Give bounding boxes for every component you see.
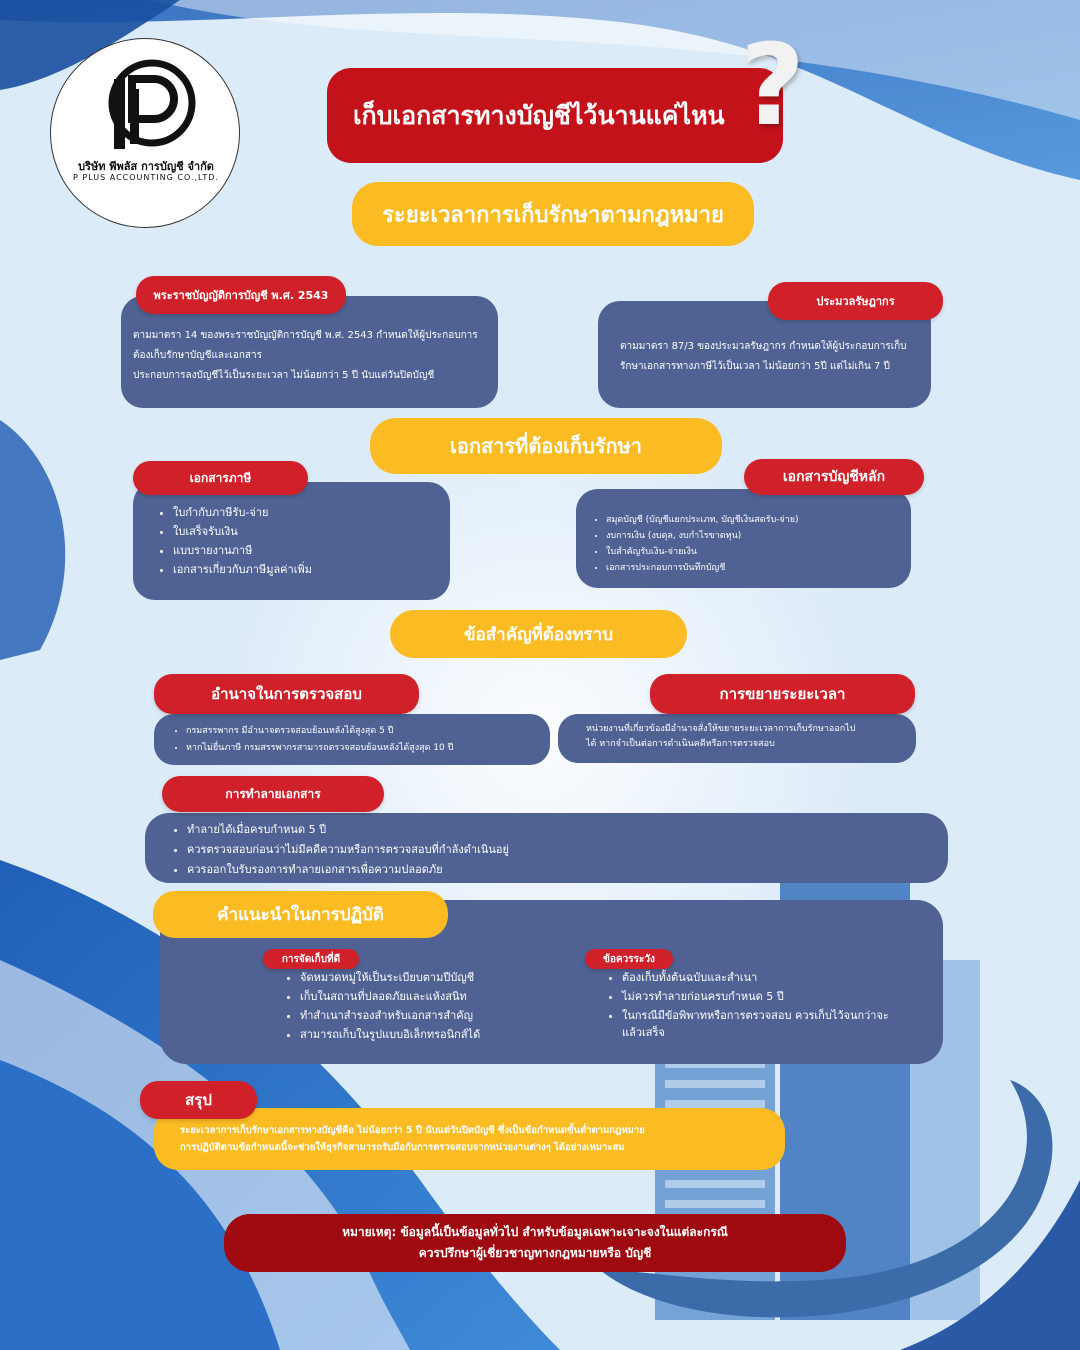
important-heading: ข้อสำคัญที่ต้องทราบ [390, 610, 687, 658]
list-item: ไม่ควรทำลายก่อนครบกำหนด 5 ปี [622, 988, 892, 1005]
list-item: ในกรณีมีข้อพิพาทหรือการตรวจสอบ ควรเก็บไว… [622, 1007, 892, 1041]
caution-list: ต้องเก็บทั้งต้นฉบับและสำเนา ไม่ควรทำลายก… [622, 969, 892, 1043]
audit-label: อำนาจในการตรวจสอบ [154, 674, 419, 714]
list-item: ทำลายได้เมื่อครบกำหนด 5 ปี [187, 821, 940, 839]
caution-label: ข้อควรระวัง [585, 949, 673, 969]
company-logo: บริษัท พีพลัส การบัญชี จำกัด P PLUS ACCO… [50, 38, 240, 228]
tax-docs-card: ใบกำกับภาษีรับ-จ่าย ใบเสร็จรับเงิน แบบรา… [133, 482, 450, 600]
tax-docs-label: เอกสารภาษี [133, 461, 308, 495]
list-item: เอกสารประกอบการบันทึกบัญชี [606, 561, 903, 575]
list-item: สมุดบัญชี (บัญชีแยกประเภท, บัญชีเงินสดรั… [606, 513, 903, 527]
storage-label: การจัดเก็บที่ดี [263, 949, 359, 969]
accounting-docs-list: สมุดบัญชี (บัญชีแยกประเภท, บัญชีเงินสดรั… [606, 513, 903, 575]
summary-line: การปฏิบัติตามข้อกำหนดนี้จะช่วยให้ธุรกิจส… [180, 1142, 625, 1153]
law-left-line: ตามมาตรา 14 ของพระราชบัญญัติการบัญชี พ.ศ… [133, 330, 478, 341]
summary-card: ระยะเวลาการเก็บรักษาเอกสารทางบัญชีคือ ไม… [154, 1108, 785, 1170]
question-mark-icon: ? [740, 21, 805, 151]
page-title: เก็บเอกสารทางบัญชีไว้นานแค่ไหน [353, 100, 725, 130]
extension-label: การขยายระยะเวลา [650, 674, 915, 714]
extension-line: หน่วยงานที่เกี่ยวข้องมีอำนาจสั่งให้ขยายร… [586, 724, 856, 734]
documents-heading: เอกสารที่ต้องเก็บรักษา [370, 418, 722, 474]
law-right-card: ตามมาตรา 87/3 ของประมวลรัษฎากร กำหนดให้ผ… [598, 301, 931, 408]
note-line: หมายเหตุ: ข้อมูลนี้เป็นข้อมูลทั่วไป สำหร… [342, 1225, 728, 1239]
law-right-line: รักษาเอกสารทางภาษีไว้เป็นเวลา ไม่น้อยกว่… [620, 361, 890, 372]
page-title-box: เก็บเอกสารทางบัญชีไว้นานแค่ไหน [327, 68, 783, 163]
list-item: แบบรายงานภาษี [173, 542, 440, 559]
company-name-en: P PLUS ACCOUNTING CO.,LTD. [73, 173, 219, 182]
destroy-label: การทำลายเอกสาร [162, 776, 384, 812]
practice-heading: คำแนะนำในการปฏิบัติ [153, 891, 448, 938]
law-left-card: ตามมาตรา 14 ของพระราชบัญญัติการบัญชี พ.ศ… [121, 296, 498, 408]
list-item: ใบเสร็จรับเงิน [173, 523, 440, 540]
list-item: สามารถเก็บในรูปแบบอิเล็กทรอนิกส์ได้ [300, 1026, 570, 1043]
extension-card: หน่วยงานที่เกี่ยวข้องมีอำนาจสั่งให้ขยายร… [558, 714, 916, 763]
note-line: ควรปรึกษาผู้เชี่ยวชาญทางกฎหมายหรือ บัญชี [418, 1246, 652, 1260]
audit-list: กรมสรรพากร มีอำนาจตรวจสอบย้อนหลังได้สูงส… [186, 724, 542, 756]
law-right-label: ประมวลรัษฎากร [768, 282, 943, 320]
note-box: หมายเหตุ: ข้อมูลนี้เป็นข้อมูลทั่วไป สำหร… [224, 1214, 846, 1272]
list-item: เอกสารเกี่ยวกับภาษีมูลค่าเพิ่ม [173, 561, 440, 578]
list-item: ควรตรวจสอบก่อนว่าไม่มีคดีความหรือการตรวจ… [187, 841, 940, 859]
tax-docs-list: ใบกำกับภาษีรับ-จ่าย ใบเสร็จรับเงิน แบบรา… [173, 504, 440, 578]
accounting-docs-card: สมุดบัญชี (บัญชีแยกประเภท, บัญชีเงินสดรั… [576, 489, 911, 588]
list-item: หากไม่ยื่นภาษี กรมสรรพากรสามารถตรวจสอบย้… [186, 741, 542, 756]
destroy-list: ทำลายได้เมื่อครบกำหนด 5 ปี ควรตรวจสอบก่อ… [187, 821, 940, 879]
storage-list: จัดหมวดหมู่ให้เป็นระเบียบตามปีบัญชี เก็บ… [300, 969, 570, 1045]
list-item: จัดหมวดหมู่ให้เป็นระเบียบตามปีบัญชี [300, 969, 570, 986]
destroy-card: ทำลายได้เมื่อครบกำหนด 5 ปี ควรตรวจสอบก่อ… [145, 813, 948, 883]
summary-label: สรุป [140, 1081, 257, 1119]
list-item: ต้องเก็บทั้งต้นฉบับและสำเนา [622, 969, 892, 986]
extension-line: ได้ หากจำเป็นต่อการดำเนินคดีหรือการตรวจส… [586, 739, 775, 749]
subtitle: ระยะเวลาการเก็บรักษาตามกฎหมาย [352, 182, 754, 246]
summary-line: ระยะเวลาการเก็บรักษาเอกสารทางบัญชีคือ ไม… [180, 1125, 645, 1136]
list-item: ใบกำกับภาษีรับ-จ่าย [173, 504, 440, 521]
list-item: งบการเงิน (งบดุล, งบกำไรขาดทุน) [606, 529, 903, 543]
law-left-line: ประกอบการลงบัญชีไว้เป็นระยะเวลา ไม่น้อยก… [133, 370, 435, 381]
list-item: ทำสำเนาสำรองสำหรับเอกสารสำคัญ [300, 1007, 570, 1024]
list-item: ใบสำคัญรับเงิน-จ่ายเงิน [606, 545, 903, 559]
law-left-label: พระราชบัญญัติการบัญชี พ.ศ. 2543 [136, 276, 346, 314]
list-item: ควรออกใบรับรองการทำลายเอกสารเพื่อความปลอ… [187, 861, 940, 879]
practice-card: การจัดเก็บที่ดี จัดหมวดหมู่ให้เป็นระเบีย… [160, 900, 943, 1064]
audit-card: กรมสรรพากร มีอำนาจตรวจสอบย้อนหลังได้สูงส… [154, 714, 550, 765]
p-plus-logo-icon [108, 59, 196, 149]
accounting-docs-label: เอกสารบัญชีหลัก [744, 459, 924, 495]
law-left-line: ต้องเก็บรักษาบัญชีและเอกสาร [133, 350, 263, 361]
company-name-th: บริษัท พีพลัส การบัญชี จำกัด [78, 160, 214, 173]
list-item: กรมสรรพากร มีอำนาจตรวจสอบย้อนหลังได้สูงส… [186, 724, 542, 739]
list-item: เก็บในสถานที่ปลอดภัยและแห้งสนิท [300, 988, 570, 1005]
law-right-line: ตามมาตรา 87/3 ของประมวลรัษฎากร กำหนดให้ผ… [620, 341, 907, 352]
